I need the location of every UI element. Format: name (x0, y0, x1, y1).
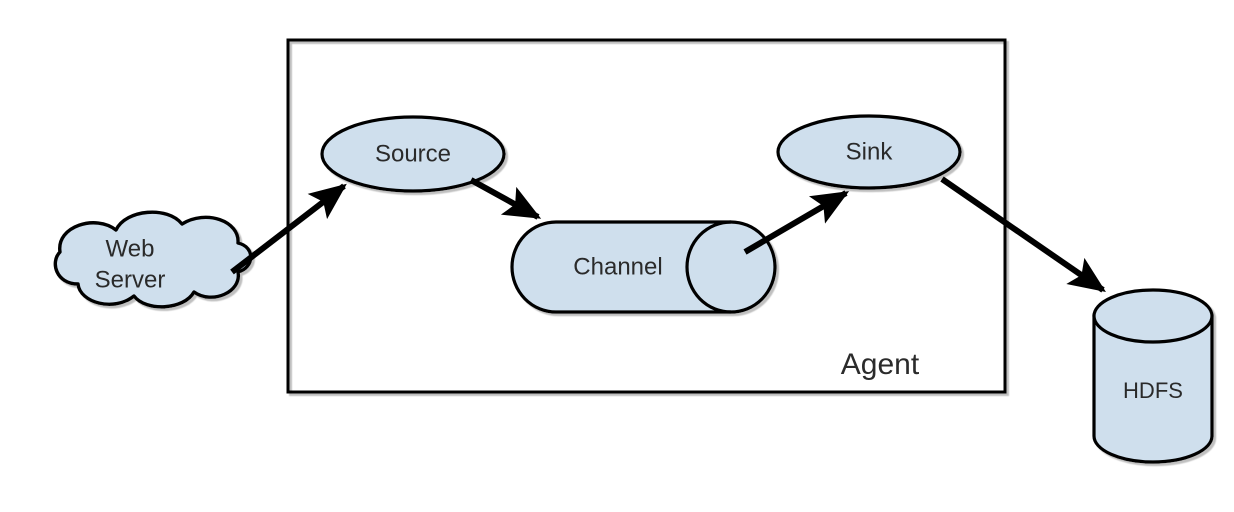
hdfs-label: HDFS (1123, 378, 1183, 403)
node-source[interactable]: Source (320, 115, 506, 193)
node-hdfs[interactable]: HDFS (1092, 288, 1214, 464)
channel-cap-arc (685, 220, 732, 314)
hdfs-body-shape (1092, 314, 1214, 464)
edge-web-server-to-source[interactable] (230, 183, 347, 275)
channel-label: Channel (573, 253, 662, 280)
web-server-label-line1: Web (106, 235, 155, 262)
sink-label: Sink (846, 138, 894, 165)
edge-channel-to-sink[interactable] (743, 190, 850, 255)
edge-source-to-channel-line (469, 177, 542, 220)
agent-container-border (286, 38, 1007, 394)
node-web-server[interactable]: Web Server (53, 210, 253, 309)
edge-source-to-channel[interactable] (469, 177, 542, 220)
edge-sink-to-hdfs-line (940, 176, 1106, 293)
edge-web-server-to-source-line (230, 183, 347, 275)
edge-sink-to-hdfs[interactable] (940, 176, 1106, 293)
source-label: Source (375, 140, 451, 167)
sink-ellipse-shape (776, 114, 962, 190)
source-ellipse-shape (320, 115, 506, 193)
hdfs-top-cap (1092, 288, 1214, 344)
web-server-cloud-shape (53, 210, 253, 309)
node-channel[interactable]: Channel (510, 220, 777, 314)
web-server-label-line2: Server (95, 266, 166, 293)
node-sink[interactable]: Sink (776, 114, 962, 190)
agent-container[interactable]: Agent (286, 38, 1007, 394)
edge-channel-to-sink-line (743, 190, 850, 255)
agent-container-label: Agent (841, 348, 920, 381)
